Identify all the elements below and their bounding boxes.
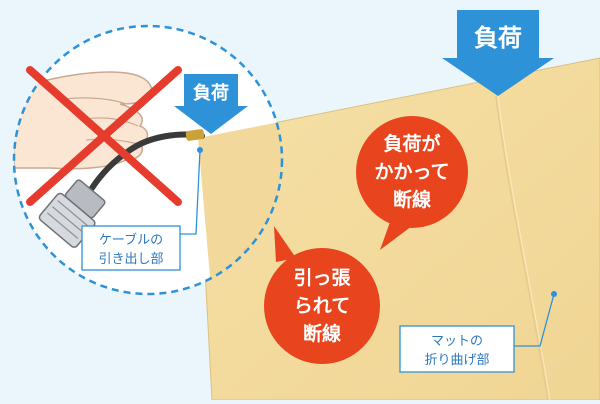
mat-fold-shadow <box>497 95 551 401</box>
callout-load-break: 負荷が かかって 断線 <box>356 116 468 250</box>
connector-plug <box>38 179 106 248</box>
inset-border <box>12 24 284 296</box>
callout-pull-break: 引っ張 られて 断線 <box>264 226 380 364</box>
load-label-main: 負荷 <box>474 24 522 52</box>
fold-label-line-1: マットの <box>431 334 483 349</box>
fold-label-group: マットの 折り曲げ部 <box>399 291 557 373</box>
fold-label-line-2: 折り曲げ部 <box>424 353 489 368</box>
callout-load-line-3: 断線 <box>393 188 431 211</box>
mat-fold-line <box>495 95 549 401</box>
load-arrow-main: 負荷 <box>442 10 554 96</box>
callout-pull-line-3: 断線 <box>303 322 341 345</box>
callout-pull-line-2: られて <box>294 295 350 317</box>
callout-load-line-1: 負荷が <box>383 132 440 155</box>
cable <box>89 131 205 191</box>
callout-pull-line-1: 引っ張 <box>293 267 351 289</box>
callout-load-line-2: かかって <box>374 161 449 183</box>
cable-label-line-2: 引き出し部 <box>98 252 163 267</box>
prohibited-cross-icon <box>26 66 182 206</box>
cable-label-line-1: ケーブルの <box>99 232 163 248</box>
load-label-inset: 負荷 <box>193 82 229 104</box>
load-arrow-inset: 負荷 <box>174 74 248 134</box>
